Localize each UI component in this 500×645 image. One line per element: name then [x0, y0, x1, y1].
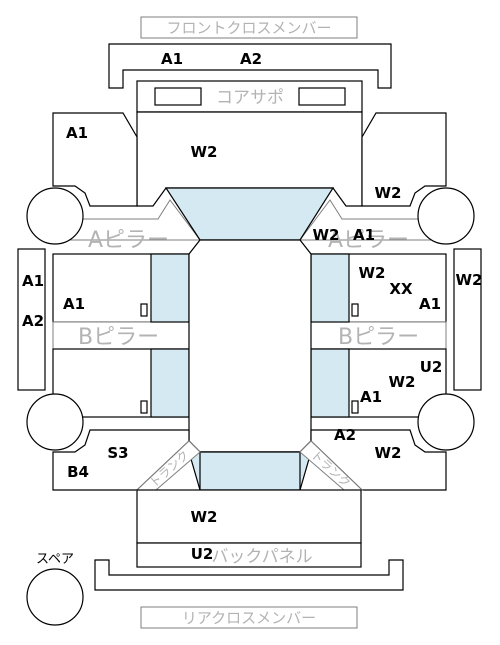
left-front-door-code-a1: A1	[63, 295, 85, 313]
left-front-window	[150, 253, 190, 323]
back-panel-code-u2: U2	[191, 545, 214, 563]
front-bumper	[108, 43, 392, 89]
a-pillar-left-label: Aピラー	[88, 228, 169, 253]
right-rear-door-code-w2: W2	[389, 373, 416, 391]
left-side-sill	[17, 248, 46, 391]
left-rear-window	[150, 348, 190, 418]
right-rear-door-code-u2: U2	[420, 358, 443, 376]
right-side-sill	[453, 248, 482, 391]
b-pillar-left	[52, 321, 190, 350]
rear-bumper	[94, 559, 404, 591]
core-support-label: コアサポ	[216, 88, 284, 108]
a-pillar-right-code-a1: A1	[353, 226, 375, 244]
right-front-door-code-a1: A1	[419, 295, 441, 313]
left-sill-code-a1: A1	[22, 272, 44, 290]
right-rear-wheel	[417, 393, 475, 451]
left-rear-quarter-code-b4: B4	[67, 463, 89, 481]
right-sill-code-w2: W2	[456, 271, 483, 289]
right-rear-door-handle	[351, 400, 359, 414]
right-rear-quarter	[310, 429, 447, 491]
right-front-wheel	[417, 187, 475, 245]
left-rear-wheel	[26, 393, 84, 451]
left-front-fender	[52, 112, 138, 207]
right-fender-code-w2: W2	[375, 184, 402, 202]
right-rear-quarter-code-w2: W2	[375, 444, 402, 462]
left-front-door-handle	[140, 303, 148, 317]
front-cross-member-label: フロントクロスメンバー	[166, 19, 331, 37]
a-pillar-right-code-w2: W2	[313, 226, 340, 244]
front-bumper-code-a2: A2	[240, 50, 262, 68]
rear-cross-member	[140, 606, 358, 629]
trunk-code-w2: W2	[191, 508, 218, 526]
rear-cross-member-label: リアクロスメンバー	[182, 609, 316, 627]
left-front-wheel	[26, 187, 84, 245]
left-rear-door-handle	[140, 400, 148, 414]
b-pillar-left-label: Bピラー	[78, 325, 159, 350]
right-rear-door-code-a1: A1	[360, 388, 382, 406]
right-front-door-handle	[351, 303, 359, 317]
right-front-fender	[361, 112, 447, 207]
left-rear-quarter	[52, 429, 190, 491]
a-pillar-right-label: Aピラー	[328, 228, 409, 253]
rear-window-glass	[199, 451, 301, 491]
right-front-window	[310, 253, 350, 323]
roof	[188, 239, 312, 453]
back-panel-label: バックパネル	[211, 547, 312, 567]
hood-code-w2: W2	[191, 143, 218, 161]
spare-tire	[26, 568, 84, 626]
right-front-door-code-w2: W2	[359, 264, 386, 282]
right-rear-window	[310, 348, 350, 418]
trunk-lid	[136, 489, 362, 544]
left-rear-quarter-code-s3: S3	[107, 444, 128, 462]
front-bumper-code-a1: A1	[161, 50, 183, 68]
left-sill-code-a2: A2	[22, 312, 44, 330]
core-support-right-hole	[298, 87, 346, 106]
core-support-left-hole	[154, 87, 202, 106]
left-fender-code-a1: A1	[66, 124, 88, 142]
front-cross-member	[140, 16, 358, 39]
b-pillar-right-label: Bピラー	[338, 325, 419, 350]
right-rear-quarter-code-a2: A2	[334, 426, 356, 444]
right-front-door-code-xx: XX	[389, 280, 413, 298]
back-panel	[136, 542, 362, 568]
spare-label: スペア	[36, 552, 74, 567]
